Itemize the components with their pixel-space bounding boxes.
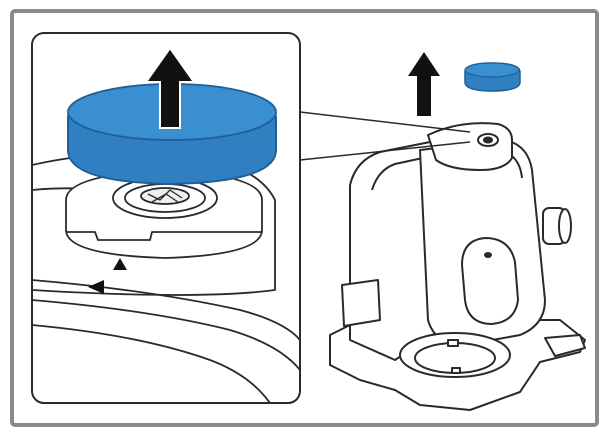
small-cap xyxy=(465,63,520,91)
zoom-inset xyxy=(32,33,300,403)
